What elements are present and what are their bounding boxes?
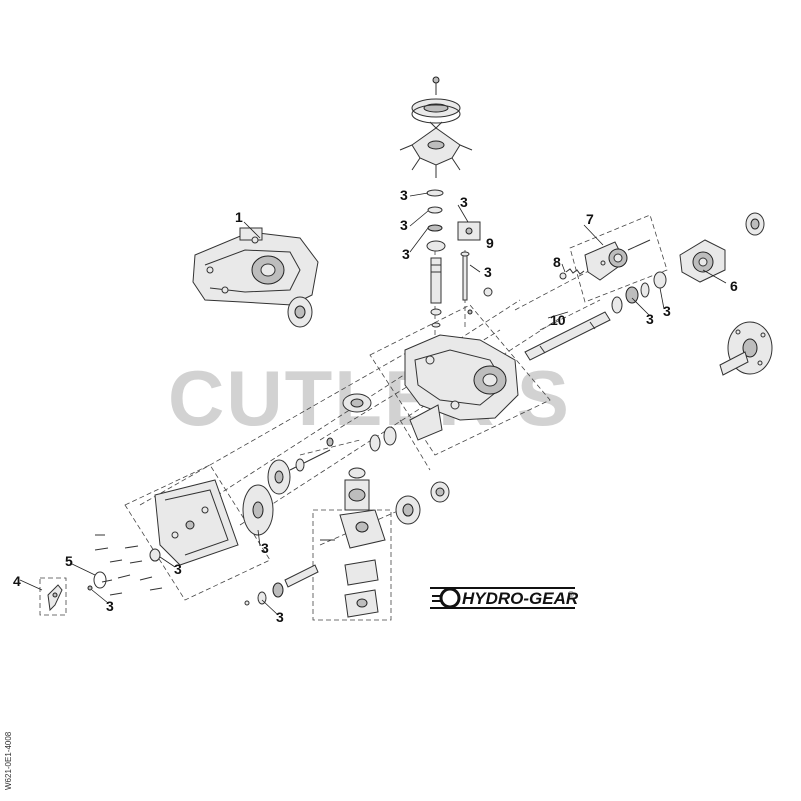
- callout-4: 4: [13, 573, 21, 589]
- control-lever-part: [47, 584, 63, 612]
- callout-1: 1: [235, 209, 243, 225]
- pulley-fan-assembly: [399, 76, 473, 178]
- brake-assembly-part: [584, 239, 651, 281]
- brand-trademark: ®: [568, 590, 574, 599]
- brand-name: HYDRO-GEAR: [462, 589, 579, 608]
- bolt-set-parts: [87, 534, 163, 596]
- callout-3: 3: [400, 187, 408, 203]
- leader-lines: [19, 192, 727, 616]
- wheel-hub-part: [679, 212, 765, 283]
- assembled-transaxle-part: [192, 227, 319, 328]
- drawing-code: W621-0E1-4008: [4, 731, 13, 790]
- hydro-gear-logo: HYDRO-GEAR ®: [430, 587, 579, 609]
- callout-9: 9: [486, 235, 494, 251]
- pump-assembly-part: [320, 467, 386, 618]
- callout-6: 6: [730, 278, 738, 294]
- gear-train-parts: [242, 426, 397, 536]
- detent-spring-part: [559, 268, 585, 280]
- callout-5: 5: [65, 553, 73, 569]
- callout-labels: 1 3 3 3 3 9 3 7 8 6 10 3 3 3 3 5 4 3 3: [13, 187, 738, 625]
- input-shaft-stack: [426, 189, 446, 328]
- motor-cylinder-part: [395, 481, 450, 525]
- callout-3: 3: [174, 561, 182, 577]
- lower-shaft-part: [244, 564, 319, 606]
- callout-3: 3: [460, 194, 468, 210]
- callout-3: 3: [484, 264, 492, 280]
- callout-8: 8: [553, 254, 561, 270]
- axle-shaft-part: [524, 271, 667, 361]
- end-cover-part: [149, 479, 239, 566]
- callout-3: 3: [400, 217, 408, 233]
- callout-3: 3: [646, 311, 654, 327]
- callout-3: 3: [106, 598, 114, 614]
- callout-10: 10: [550, 312, 566, 328]
- callout-7: 7: [586, 211, 594, 227]
- bypass-rod-part: [457, 221, 493, 315]
- o-ring-part: [93, 571, 107, 589]
- hydro-gear-emblem-icon: [439, 587, 461, 609]
- callout-3: 3: [663, 303, 671, 319]
- hub-flange-part: [719, 321, 773, 376]
- main-housing-part: [342, 334, 519, 441]
- callout-3: 3: [276, 609, 284, 625]
- callout-3: 3: [261, 540, 269, 556]
- callout-3: 3: [402, 246, 410, 262]
